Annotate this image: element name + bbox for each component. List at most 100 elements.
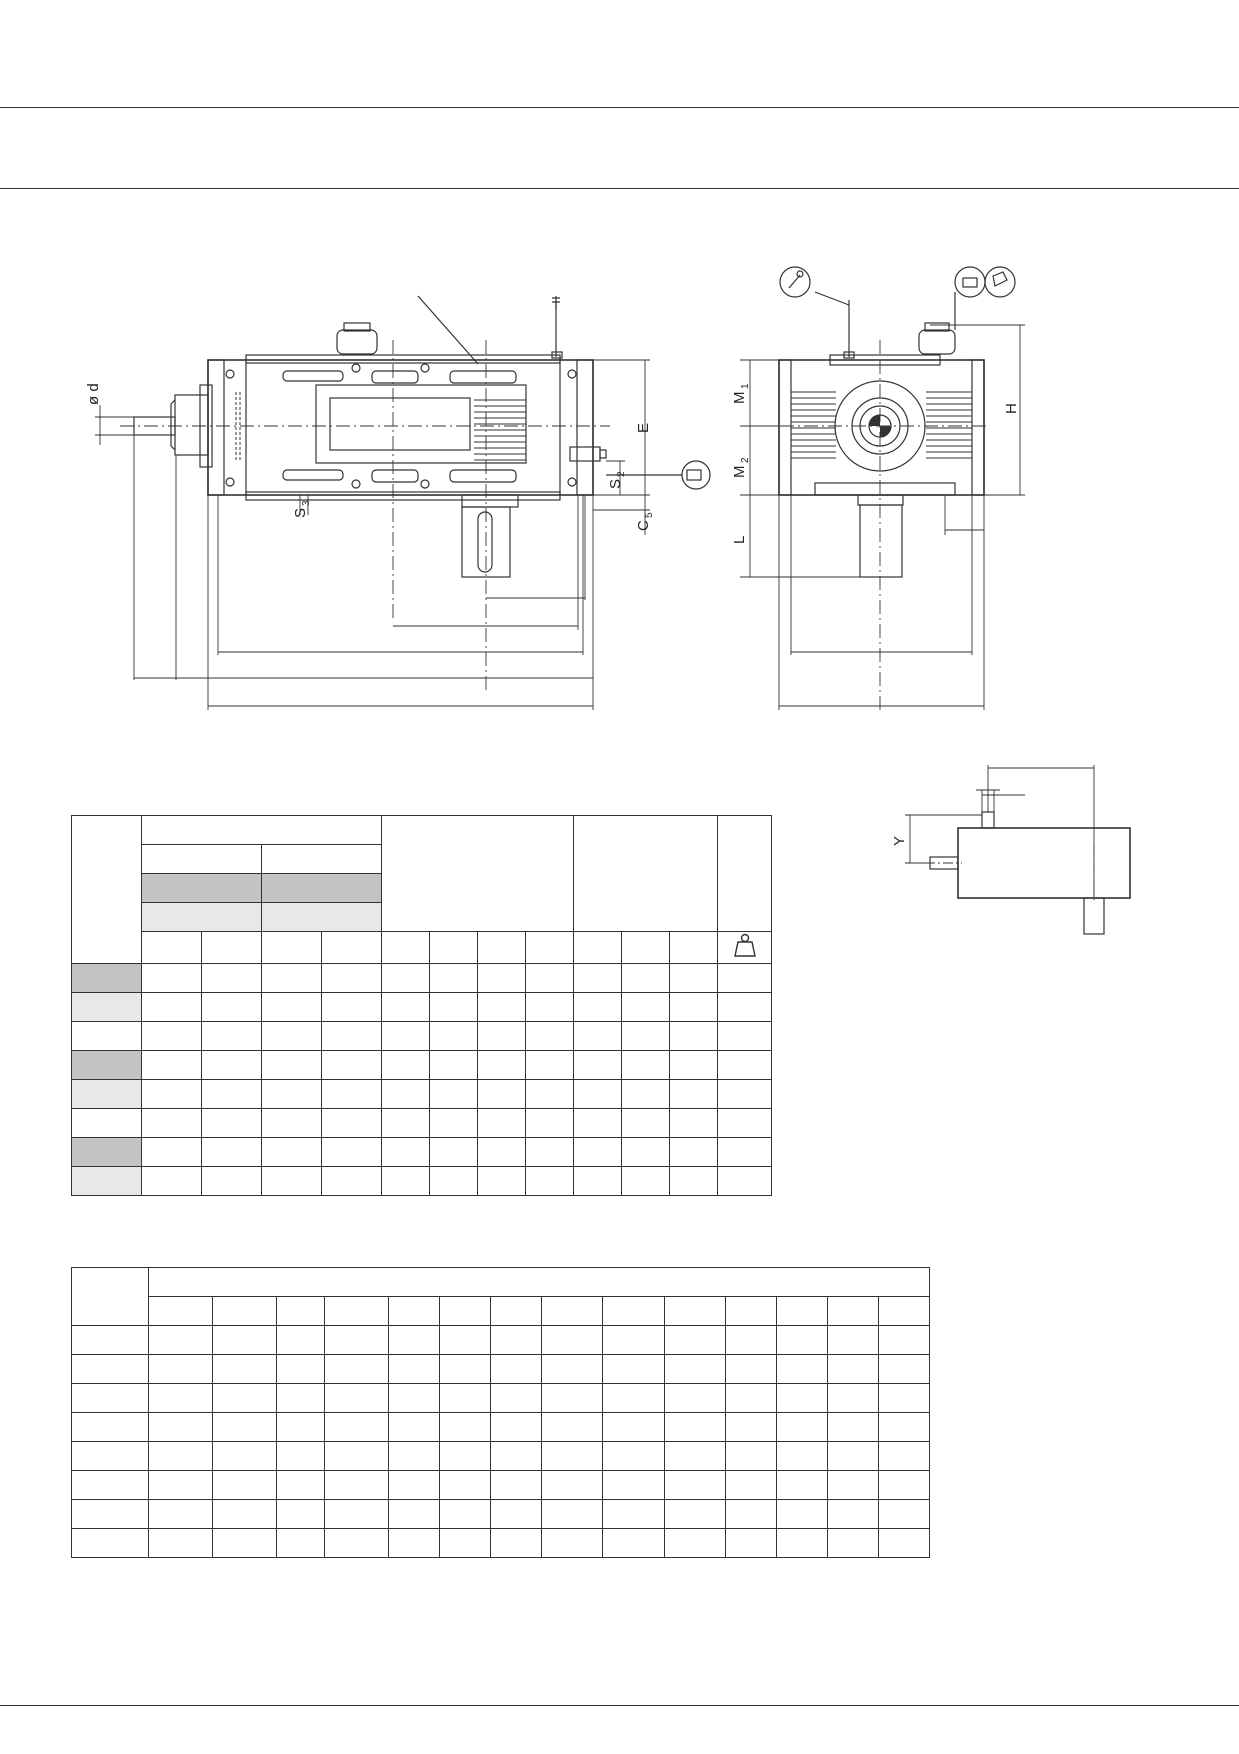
- table-cell: [602, 1412, 665, 1442]
- table-cell: [725, 1528, 778, 1558]
- table-cell: [477, 963, 526, 993]
- table-cell: [826, 1383, 879, 1413]
- table-cell: [877, 1325, 931, 1355]
- table-cell: [70, 1354, 150, 1384]
- table-cell: [381, 1137, 430, 1167]
- table-cell: [148, 1325, 214, 1355]
- table-cell: [212, 1499, 277, 1529]
- table-row: [71, 1137, 773, 1167]
- table-cell: [668, 963, 719, 993]
- table-cell: [141, 1021, 202, 1051]
- label-C5: C: [635, 520, 652, 531]
- table-cell: [275, 1383, 326, 1413]
- table-cell: [141, 1108, 202, 1138]
- table-cell: [261, 902, 382, 932]
- table-cell: [668, 931, 719, 964]
- table-cell: [668, 1166, 719, 1196]
- table-row: [70, 1383, 931, 1413]
- table-row: [70, 1267, 930, 1326]
- table-cell: [725, 1470, 778, 1500]
- table-cell: [663, 1470, 727, 1500]
- table-cell: [70, 1528, 150, 1558]
- table-cell: [141, 1137, 202, 1167]
- table-cell: [141, 873, 262, 903]
- table-cell: [324, 1528, 389, 1558]
- table-cell: [429, 1079, 478, 1109]
- table-cell: [725, 1296, 778, 1326]
- table-cell: [275, 1296, 326, 1326]
- table-cell: [826, 1441, 879, 1471]
- vent-icon: [606, 460, 711, 490]
- table-cell: [388, 1354, 440, 1384]
- table-cell: [201, 1137, 262, 1167]
- table-cell: [489, 1528, 542, 1558]
- table-cell: [668, 1021, 719, 1051]
- table-cell: [525, 931, 574, 964]
- label-M1: M: [731, 392, 748, 405]
- table-cell: [525, 1050, 574, 1080]
- table-cell: [321, 1137, 382, 1167]
- table-cell: [776, 1383, 828, 1413]
- table-cell: [438, 1383, 491, 1413]
- table-cell: [148, 1412, 214, 1442]
- table-cell: [826, 1499, 879, 1529]
- table-cell: [573, 1137, 622, 1167]
- table-cell: [201, 1108, 262, 1138]
- table-cell: [663, 1354, 727, 1384]
- table-row: [72, 1296, 931, 1326]
- table-cell: [621, 992, 670, 1022]
- table-cell: [776, 1528, 828, 1558]
- table-cell: [201, 1050, 262, 1080]
- table-cell: [261, 931, 322, 964]
- table-cell: [826, 1325, 879, 1355]
- table-cell: [324, 1470, 389, 1500]
- table-row: [71, 992, 773, 1022]
- table-cell: [141, 931, 202, 964]
- table-row: [70, 1470, 931, 1500]
- label-S3-sub: 3: [301, 500, 312, 506]
- table-cell: [71, 1079, 142, 1109]
- table-cell: [602, 1499, 665, 1529]
- table-cell: [668, 1079, 719, 1109]
- table-row: [71, 1021, 773, 1051]
- shaft-table: [70, 1267, 931, 1558]
- table-row: [71, 963, 773, 993]
- table-cell: [324, 1354, 389, 1384]
- table-cell: [877, 1354, 931, 1384]
- table-cell: [275, 1441, 326, 1471]
- table-cell: [540, 1383, 604, 1413]
- table-cell: [324, 1441, 389, 1471]
- table-cell: [717, 1079, 773, 1109]
- table-cell: [381, 1166, 430, 1196]
- table-row: [71, 1166, 773, 1196]
- table-cell: [324, 1296, 389, 1326]
- table-cell: [717, 1137, 773, 1167]
- table-cell: [212, 1354, 277, 1384]
- label-M2: M: [731, 466, 748, 479]
- table-cell: [381, 992, 430, 1022]
- table-row: [70, 1499, 931, 1529]
- table-cell: [717, 1050, 773, 1080]
- table-cell: [489, 1354, 542, 1384]
- table-cell: [388, 1296, 440, 1326]
- table-cell: [275, 1499, 326, 1529]
- table-cell: [148, 1354, 214, 1384]
- table-cell: [148, 1470, 214, 1500]
- table-cell: [212, 1325, 277, 1355]
- table-cell: [877, 1412, 931, 1442]
- table-cell: [776, 1441, 828, 1471]
- table-cell: [381, 815, 574, 932]
- table-cell: [148, 1441, 214, 1471]
- label-S2-sub: 2: [616, 471, 627, 477]
- table-cell: [621, 1021, 670, 1051]
- table-cell: [324, 1325, 389, 1355]
- table-cell: [438, 1528, 491, 1558]
- table-cell: [212, 1441, 277, 1471]
- table-cell: [275, 1528, 326, 1558]
- table-cell: [489, 1441, 542, 1471]
- table-cell: [201, 1021, 262, 1051]
- table-cell: [261, 1079, 322, 1109]
- table-cell: [429, 1108, 478, 1138]
- side-view: M 1 M 2 L H: [731, 291, 1025, 710]
- label-M1-sub: 1: [740, 383, 751, 389]
